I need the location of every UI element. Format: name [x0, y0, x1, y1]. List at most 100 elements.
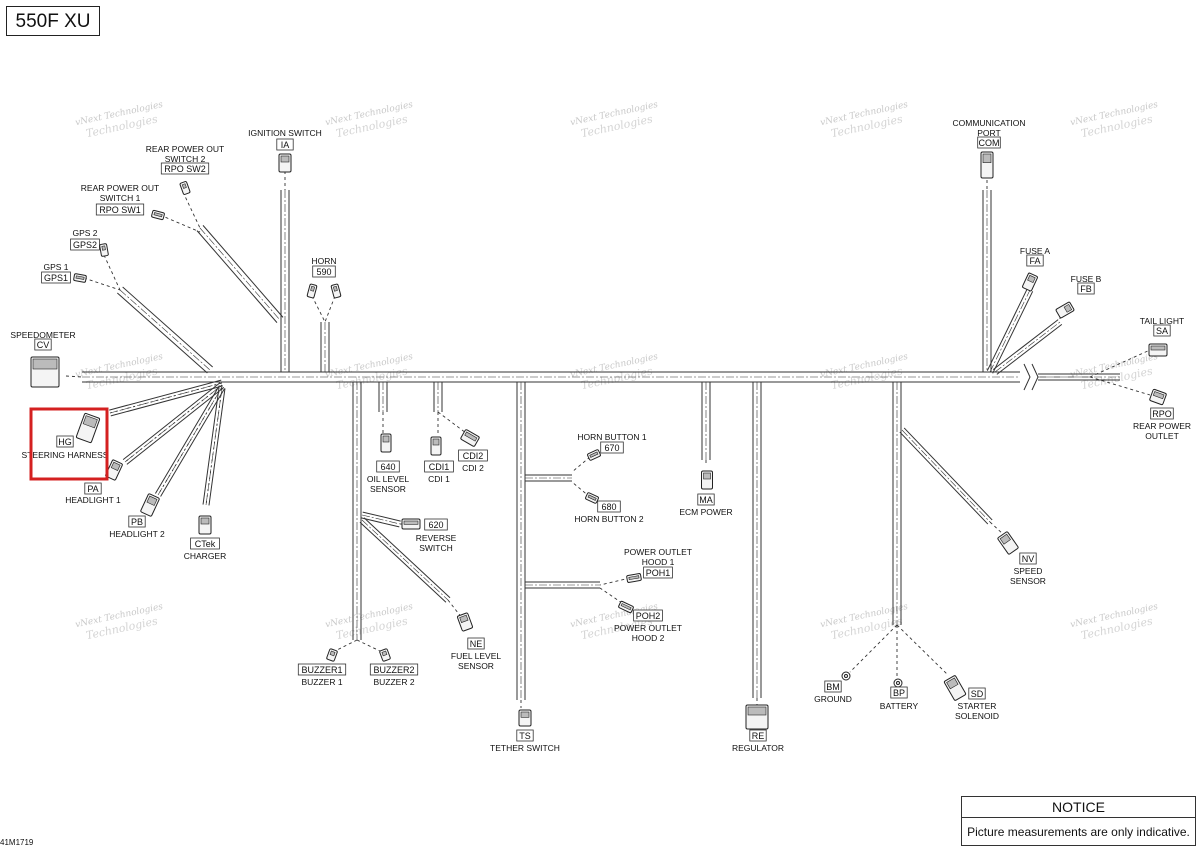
connector-name: ECM POWER	[679, 507, 732, 517]
connector-code: CV	[37, 340, 50, 350]
harness-segment	[892, 382, 902, 625]
connector-code: SD	[971, 689, 984, 699]
harness-segment	[899, 427, 993, 525]
connector-code: BUZZER1	[301, 665, 342, 675]
connector-name: HORN BUTTON 1	[577, 432, 647, 442]
ground-terminal	[841, 671, 851, 681]
code-box	[276, 138, 294, 151]
connector-name: HORN	[311, 256, 336, 266]
code-box	[600, 441, 624, 454]
code-box	[1077, 282, 1095, 295]
harness-segment	[986, 288, 1034, 374]
connector-name: REAR POWER OUT	[81, 183, 159, 193]
reverse-switch-connector	[401, 518, 421, 530]
cdi1-connector	[430, 436, 442, 456]
connector-name: BUZZER 1	[301, 677, 342, 687]
connector-code: PA	[87, 484, 98, 494]
branch-wire	[599, 577, 631, 586]
branch-wire	[65, 375, 83, 378]
notice-title: NOTICE	[962, 797, 1195, 818]
branch-wire	[989, 521, 1005, 536]
connector-name: SPEED	[1014, 566, 1043, 576]
connector-code: 590	[316, 267, 331, 277]
code-box	[128, 515, 146, 528]
rear-power-outlet-connector	[1149, 388, 1167, 406]
connector-name: TETHER SWITCH	[490, 743, 560, 753]
connector-name: SOLENOID	[955, 711, 999, 721]
connector-code: 640	[380, 462, 395, 472]
connector-name: CDI 1	[428, 474, 450, 484]
code-box	[458, 449, 488, 462]
branch-wire	[571, 481, 591, 498]
code-box	[41, 271, 71, 284]
connector-name: SENSOR	[370, 484, 406, 494]
connector-code: FA	[1029, 256, 1040, 266]
connector-name: REVERSE	[416, 533, 457, 543]
code-box	[643, 566, 673, 579]
code-box	[95, 203, 145, 216]
connector-name: SWITCH	[419, 543, 453, 553]
connector-name: GPS 1	[43, 262, 68, 272]
connector-label-fuse_b: FUSE BFB	[1071, 274, 1102, 295]
horn-connector-b	[330, 283, 342, 299]
connector-name: HEADLIGHT 1	[65, 495, 121, 505]
branch-wire	[356, 639, 383, 653]
steering-harness-connector	[75, 412, 101, 444]
code-box	[749, 729, 767, 742]
connector-name: SENSOR	[458, 661, 494, 671]
code-box	[1019, 552, 1037, 565]
harness-segment	[361, 511, 401, 528]
connector-name: PORT	[977, 128, 1000, 138]
code-box	[890, 686, 908, 699]
code-box	[190, 537, 220, 550]
connector-code: RPO SW1	[99, 205, 141, 215]
branch-wire	[159, 214, 201, 233]
connector-name: POWER OUTLET	[614, 623, 682, 633]
branch-wire	[124, 384, 223, 463]
harness-segment	[117, 286, 213, 374]
connector-code: POH2	[636, 611, 661, 621]
code-box	[376, 460, 400, 473]
harness-segment	[320, 322, 330, 372]
connector-code: RE	[752, 731, 765, 741]
harness-segment	[359, 517, 451, 603]
ecm-power-connector	[701, 470, 713, 490]
ignition-switch-connector	[278, 153, 292, 173]
diagram-title: 550F XU	[6, 6, 100, 36]
code-box	[160, 162, 210, 175]
connector-name: OIL LEVEL	[367, 474, 409, 484]
connector-name: FUSE B	[1071, 274, 1102, 284]
harness-segment	[992, 319, 1063, 375]
harness-segment	[352, 382, 362, 640]
horn-button2-connector	[585, 492, 599, 504]
code-box	[824, 680, 842, 693]
branch-wire	[849, 624, 898, 673]
gps1-connector	[73, 273, 87, 283]
code-box	[467, 637, 485, 650]
harness-segment	[154, 385, 226, 497]
connector-code: NV	[1022, 554, 1035, 564]
tail-light-connector	[1148, 343, 1168, 357]
connector-name: SPEEDOMETER	[10, 330, 75, 340]
harness-segment	[280, 190, 290, 372]
